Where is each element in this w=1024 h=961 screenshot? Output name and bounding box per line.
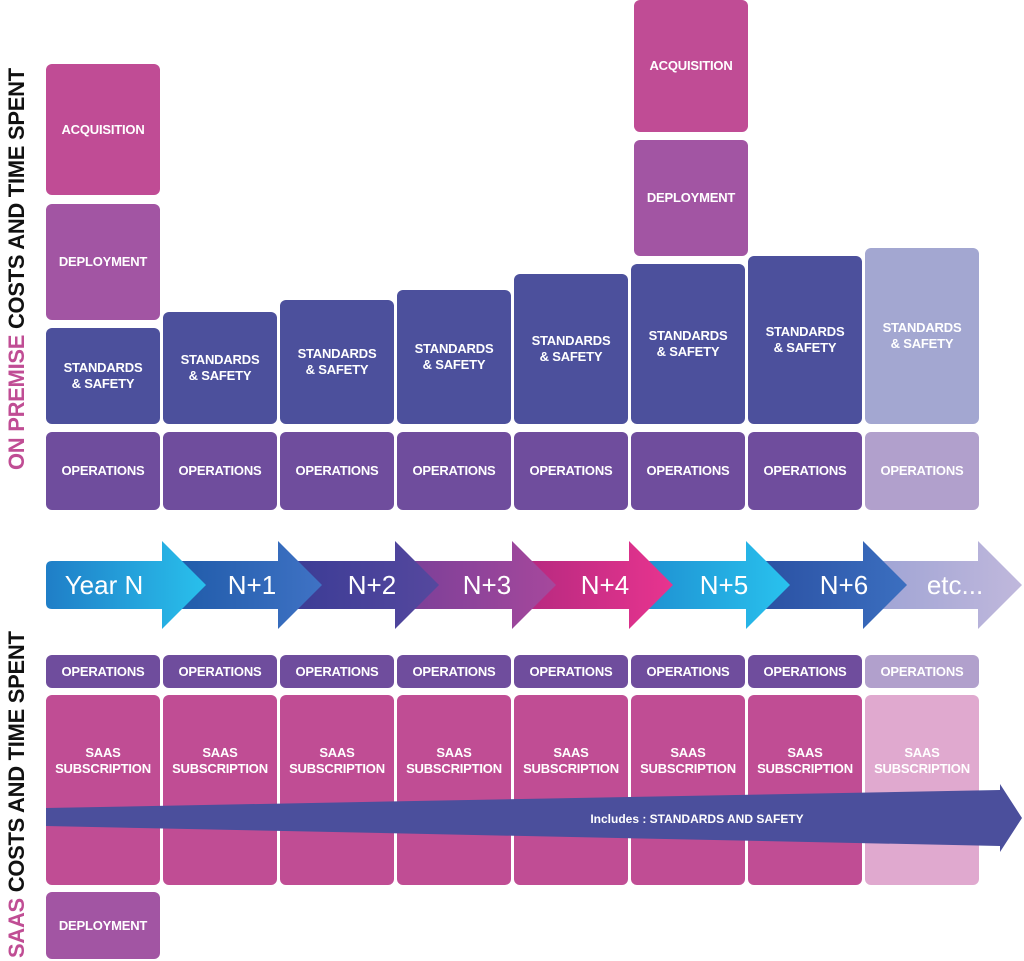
standards-block-n6: STANDARDS & SAFETY [748,256,862,424]
on-premise-label-prefix: ON PREMISE [4,334,29,470]
timeline-arrow-n4 [519,541,673,629]
saas-operations-n5: OPERATIONS [631,655,745,688]
operations-block-n4: OPERATIONS [514,432,628,510]
standards-block-year-n: STANDARDS & SAFETY [46,328,160,424]
standards-block-etc: STANDARDS & SAFETY [865,248,979,424]
operations-block-n1: OPERATIONS [163,432,277,510]
saas-subscription-n6: SAAS SUBSCRIPTION [748,695,862,885]
saas-axis-label: SAAS COSTS AND TIME SPENT [4,631,30,958]
timeline-label-etc: etc... [927,570,983,600]
timeline-arrow-n5 [636,541,790,629]
saas-subscription-etc: SAAS SUBSCRIPTION [865,695,979,885]
saas-operations-n2: OPERATIONS [280,655,394,688]
timeline-label-n3: N+3 [463,570,511,600]
saas-subscription-n3: SAAS SUBSCRIPTION [397,695,511,885]
saas-operations-n4: OPERATIONS [514,655,628,688]
acquisition-block-year-n: ACQUISITION [46,64,160,195]
standards-block-n3: STANDARDS & SAFETY [397,290,511,424]
timeline-label-n5: N+5 [700,570,748,600]
standards-block-n4: STANDARDS & SAFETY [514,274,628,424]
operations-block-etc: OPERATIONS [865,432,979,510]
standards-block-n1: STANDARDS & SAFETY [163,312,277,424]
saas-subscription-n2: SAAS SUBSCRIPTION [280,695,394,885]
saas-operations-n3: OPERATIONS [397,655,511,688]
timeline-label-n1: N+1 [228,570,276,600]
operations-block-n3: OPERATIONS [397,432,511,510]
deployment-block-year-n: DEPLOYMENT [46,204,160,320]
timeline-label-n6: N+6 [820,570,868,600]
saas-operations-n6: OPERATIONS [748,655,862,688]
acquisition-block-n5: ACQUISITION [634,0,748,132]
operations-block-year-n: OPERATIONS [46,432,160,510]
saas-subscription-n4: SAAS SUBSCRIPTION [514,695,628,885]
timeline-label-year-n: Year N [65,570,144,600]
timeline-label-n4: N+4 [581,570,629,600]
saas-operations-n1: OPERATIONS [163,655,277,688]
timeline-arrow-n2 [285,541,439,629]
timeline-arrow-etc [868,541,1022,629]
timeline-arrow-year-n [46,541,206,629]
operations-block-n6: OPERATIONS [748,432,862,510]
standards-block-n2: STANDARDS & SAFETY [280,300,394,424]
saas-label-suffix: COSTS AND TIME SPENT [4,631,29,899]
saas-operations-etc: OPERATIONS [865,655,979,688]
timeline: Year N N+1 N+2 N+3 N+4 N+5 N+6 etc... [46,541,1022,629]
saas-deployment-year-n: DEPLOYMENT [46,892,160,959]
deployment-block-n5: DEPLOYMENT [634,140,748,256]
saas-subscription-n5: SAAS SUBSCRIPTION [631,695,745,885]
operations-block-n2: OPERATIONS [280,432,394,510]
on-premise-axis-label: ON PREMISE COSTS AND TIME SPENT [4,68,30,470]
standards-block-n5: STANDARDS & SAFETY [631,264,745,424]
timeline-arrow-n6 [753,541,907,629]
timeline-arrow-n3 [402,541,556,629]
timeline-arrow-n1 [168,541,322,629]
saas-operations-year-n: OPERATIONS [46,655,160,688]
saas-label-prefix: SAAS [4,898,29,958]
saas-subscription-year-n: SAAS SUBSCRIPTION [46,695,160,885]
saas-subscription-n1: SAAS SUBSCRIPTION [163,695,277,885]
operations-block-n5: OPERATIONS [631,432,745,510]
timeline-label-n2: N+2 [348,570,396,600]
on-premise-label-suffix: COSTS AND TIME SPENT [4,68,29,335]
